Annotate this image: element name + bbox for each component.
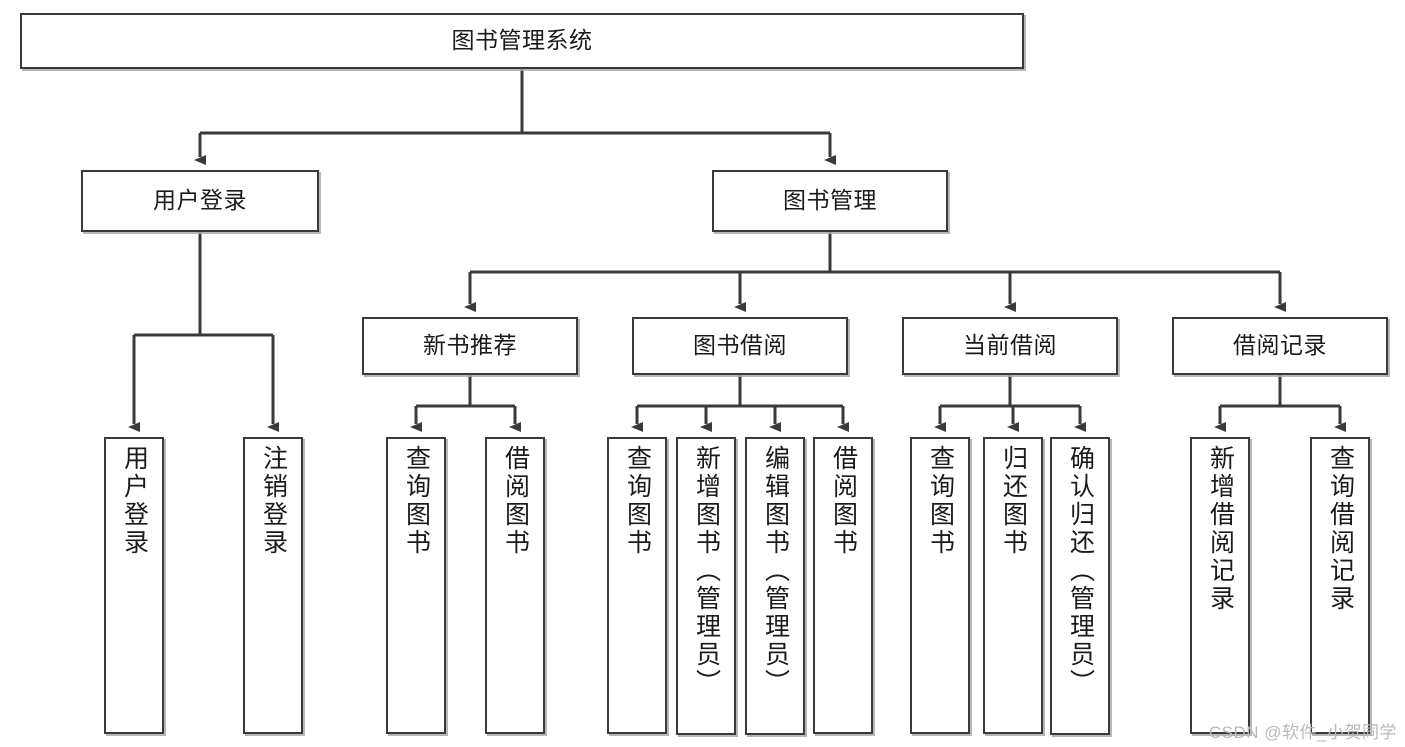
node-leaf-query-book-3: 查询图书: [910, 437, 970, 734]
node-root: 图书管理系统: [20, 13, 1024, 69]
node-borrow-record: 借阅记录: [1172, 317, 1388, 375]
node-leaf-query-book-1: 查询图书: [386, 437, 446, 734]
node-label: 借阅图书: [501, 445, 530, 557]
node-leaf-edit-book: 编辑图书（管理员）: [745, 437, 805, 735]
node-label: 图书借阅: [693, 332, 787, 359]
node-label: 图书管理: [783, 187, 877, 214]
node-leaf-add-record: 新增借阅记录: [1190, 437, 1250, 734]
node-leaf-query-book-2: 查询图书: [607, 437, 667, 734]
node-label: 归还图书: [999, 445, 1028, 557]
node-label: 当前借阅: [963, 332, 1057, 359]
node-label: 新增图书（管理员）: [692, 445, 721, 697]
node-label: 新增借阅记录: [1206, 445, 1235, 613]
node-book-borrow: 图书借阅: [632, 317, 848, 375]
node-leaf-confirm-return: 确认归还（管理员）: [1050, 437, 1110, 735]
node-label: 用户登录: [153, 187, 247, 214]
node-label: 编辑图书（管理员）: [761, 445, 790, 697]
node-label: 图书管理系统: [451, 27, 593, 54]
node-leaf-logout: 注销登录: [243, 437, 303, 734]
node-leaf-borrow-book-1: 借阅图书: [485, 437, 545, 734]
node-label: 新书推荐: [423, 332, 517, 359]
node-label: 查询图书: [926, 445, 955, 557]
node-current-borrow: 当前借阅: [902, 317, 1118, 375]
node-new-book-rec: 新书推荐: [362, 317, 578, 375]
watermark-label: CSDN @软件_小贺同学: [1208, 723, 1397, 742]
node-label: 用户登录: [120, 445, 149, 557]
node-label: 借阅图书: [829, 445, 858, 557]
node-label: 查询借阅记录: [1326, 445, 1355, 613]
node-label: 注销登录: [259, 445, 288, 557]
node-leaf-user-login: 用户登录: [104, 437, 164, 734]
node-label: 查询图书: [623, 445, 652, 557]
node-user-login: 用户登录: [81, 170, 319, 232]
node-label: 借阅记录: [1233, 332, 1327, 359]
node-leaf-add-book: 新增图书（管理员）: [676, 437, 736, 735]
node-label: 确认归还（管理员）: [1066, 445, 1095, 697]
node-book-manage: 图书管理: [712, 170, 948, 232]
node-leaf-borrow-book-2: 借阅图书: [813, 437, 873, 734]
node-label: 查询图书: [402, 445, 431, 557]
node-leaf-query-record: 查询借阅记录: [1310, 437, 1370, 734]
node-leaf-return-book: 归还图书: [983, 437, 1043, 734]
